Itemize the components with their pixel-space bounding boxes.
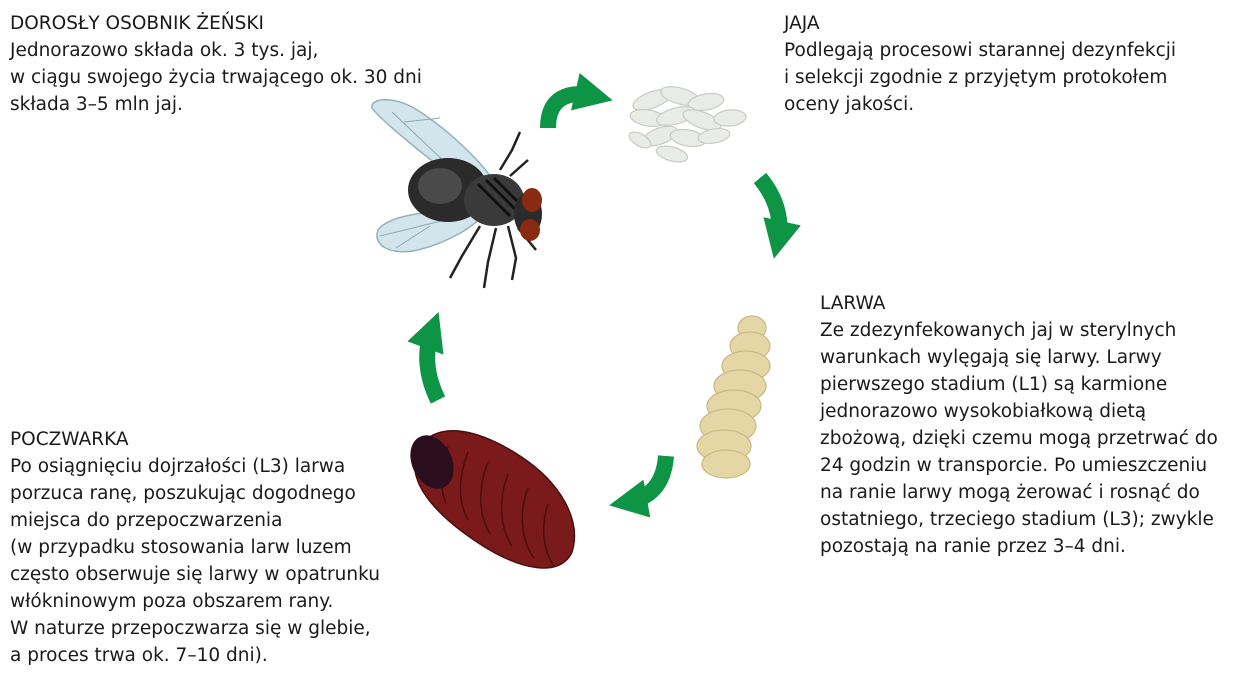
adult-stage-line: w ciągu swojego życia trwającego ok. 30 … xyxy=(10,64,422,91)
larva-stage-line: warunkach wylęgają się larwy. Larwy xyxy=(820,344,1218,371)
pupa-stage-title: POCZWARKA xyxy=(10,426,380,453)
larva-stage-description: LARWA Ze zdezynfekowanych jaj w sterylny… xyxy=(820,290,1218,560)
eggs-stage-line: oceny jakości. xyxy=(784,91,1176,118)
arrow-eggs-to-larva-icon xyxy=(760,178,779,240)
pupa-icon xyxy=(402,428,574,568)
eggs-icon xyxy=(627,83,747,165)
larva-stage-line: pierwszego stadium (L1) są karmione xyxy=(820,371,1218,398)
eggs-stage-description: JAJA Podlegają procesowi starannej dezyn… xyxy=(784,10,1176,118)
larva-stage-line: Ze zdezynfekowanych jaj w sterylnych xyxy=(820,317,1218,344)
arrow-larva-to-pupa-icon xyxy=(628,456,666,502)
eggs-stage-line: i selekcji zgodnie z przyjętym protokołe… xyxy=(784,64,1176,91)
larva-icon xyxy=(697,316,770,478)
arrow-adult-to-eggs-icon xyxy=(548,94,594,128)
larva-stage-line: pozostają na ranie przez 3–4 dni. xyxy=(820,533,1218,560)
pupa-stage-line: Po osiągnięciu dojrzałości (L3) larwa xyxy=(10,453,380,480)
adult-stage-line: składa 3–5 mln jaj. xyxy=(10,91,422,118)
larva-stage-line: zbożową, dzięki czemu mogą przetrwać do xyxy=(820,425,1218,452)
pupa-stage-line: (w przypadku stosowania larw luzem xyxy=(10,534,380,561)
pupa-stage-line: porzuca ranę, poszukując dogodnego xyxy=(10,480,380,507)
larva-stage-line: ostatniego, trzeciego stadium (L3); zwyk… xyxy=(820,506,1218,533)
adult-stage-line: Jednorazowo składa ok. 3 tys. jaj, xyxy=(10,37,422,64)
larva-stage-line: 24 godzin w transporcie. Po umieszczeniu xyxy=(820,452,1218,479)
eggs-stage-line: Podlegają procesowi starannej dezynfekcj… xyxy=(784,37,1176,64)
pupa-stage-line: często obserwuje się larwy w opatrunku xyxy=(10,561,380,588)
pupa-stage-line: miejsca do przepoczwarzenia xyxy=(10,507,380,534)
eggs-stage-title: JAJA xyxy=(784,10,1176,37)
pupa-stage-line: a proces trwa ok. 7–10 dni). xyxy=(10,642,380,669)
pupa-stage-line: W naturze przepoczwarza się w glebie, xyxy=(10,615,380,642)
larva-stage-title: LARWA xyxy=(820,290,1218,317)
fly-icon xyxy=(372,100,542,288)
arrow-pupa-to-adult-icon xyxy=(427,330,438,400)
larva-stage-line: na ranie larwy mogą żerować i rosnąć do xyxy=(820,479,1218,506)
pupa-stage-description: POCZWARKA Po osiągnięciu dojrzałości (L3… xyxy=(10,426,380,669)
adult-stage-description: DOROSŁY OSOBNIK ŻEŃSKI Jednorazowo skład… xyxy=(10,10,422,118)
adult-stage-title: DOROSŁY OSOBNIK ŻEŃSKI xyxy=(10,10,422,37)
pupa-stage-line: włókninowym poza obszarem rany. xyxy=(10,588,380,615)
larva-stage-line: jednorazowo wysokobiałkową dietą xyxy=(820,398,1218,425)
